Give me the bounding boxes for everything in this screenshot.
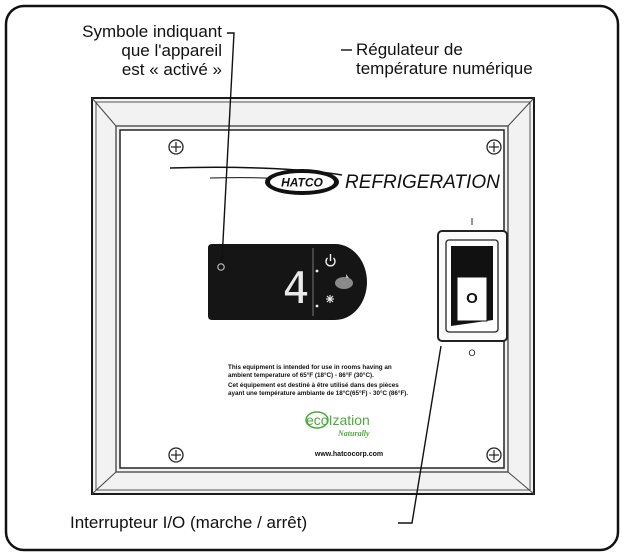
screw-top-left xyxy=(168,139,184,155)
fan-icon xyxy=(326,295,334,303)
cooling-button[interactable] xyxy=(335,274,353,289)
leader-symbol xyxy=(221,32,235,261)
leader-lines xyxy=(220,32,442,524)
callout-temperature-regulator: Régulateur de température numérique xyxy=(356,40,533,78)
leader-switch xyxy=(398,345,442,524)
screw-bottom-left xyxy=(168,447,184,463)
callout-regulator-line-2: température numérique xyxy=(356,59,533,78)
screw-bottom-right xyxy=(486,447,502,463)
switch-off-mark: O xyxy=(468,348,475,358)
notice-fr-line-2: ayant une température ambiante de 18°C(6… xyxy=(228,389,408,397)
eco-leaf-icon xyxy=(305,411,329,429)
switch-on-mark: I xyxy=(471,217,474,228)
indicator-dot-lower xyxy=(315,304,319,308)
eco-tagline: Naturally xyxy=(337,429,370,438)
eco-logo-text: ecoIzation xyxy=(306,412,370,428)
notice-en-line-2: ambient temperature of 65°F (18°C) - 86°… xyxy=(228,371,374,379)
callout-power-switch: Interrupteur I/O (marche / arrêt) xyxy=(70,513,308,532)
switch-rocker-mark: O xyxy=(466,290,478,307)
callout-regulator-line-1: Régulateur de xyxy=(356,40,463,59)
ambient-notice: This equipment is intended for use in ro… xyxy=(228,364,408,397)
indicator-dot-upper xyxy=(315,269,319,273)
callout-on-symbol-line-3: est « activé » xyxy=(121,60,222,79)
temperature-display: 4 xyxy=(208,244,367,320)
callout-on-symbol-line-2: que l'appareil xyxy=(121,41,222,60)
screw-top-right xyxy=(486,139,502,155)
hatco-logo: HATCO xyxy=(265,169,339,195)
callout-on-symbol-line-1: Symbole indiquant xyxy=(82,22,222,41)
brand-text: REFRIGERATION xyxy=(345,172,500,193)
display-digit: 4 xyxy=(283,263,310,314)
website-url: www.hatcocorp.com xyxy=(314,451,383,458)
notice-en-line-1: This equipment is intended for use in ro… xyxy=(228,364,392,371)
on-indicator-dot xyxy=(217,263,225,271)
ecoization-logo: ecoIzation Naturally xyxy=(305,411,370,438)
power-icon xyxy=(325,254,336,267)
hatco-logo-text: HATCO xyxy=(281,176,323,190)
power-switch[interactable]: I O O xyxy=(437,217,508,358)
callout-on-symbol: Symbole indiquant que l'appareil est « a… xyxy=(30,22,222,79)
notice-fr-line-1: Cet équipement est destiné à être utilis… xyxy=(228,382,399,389)
